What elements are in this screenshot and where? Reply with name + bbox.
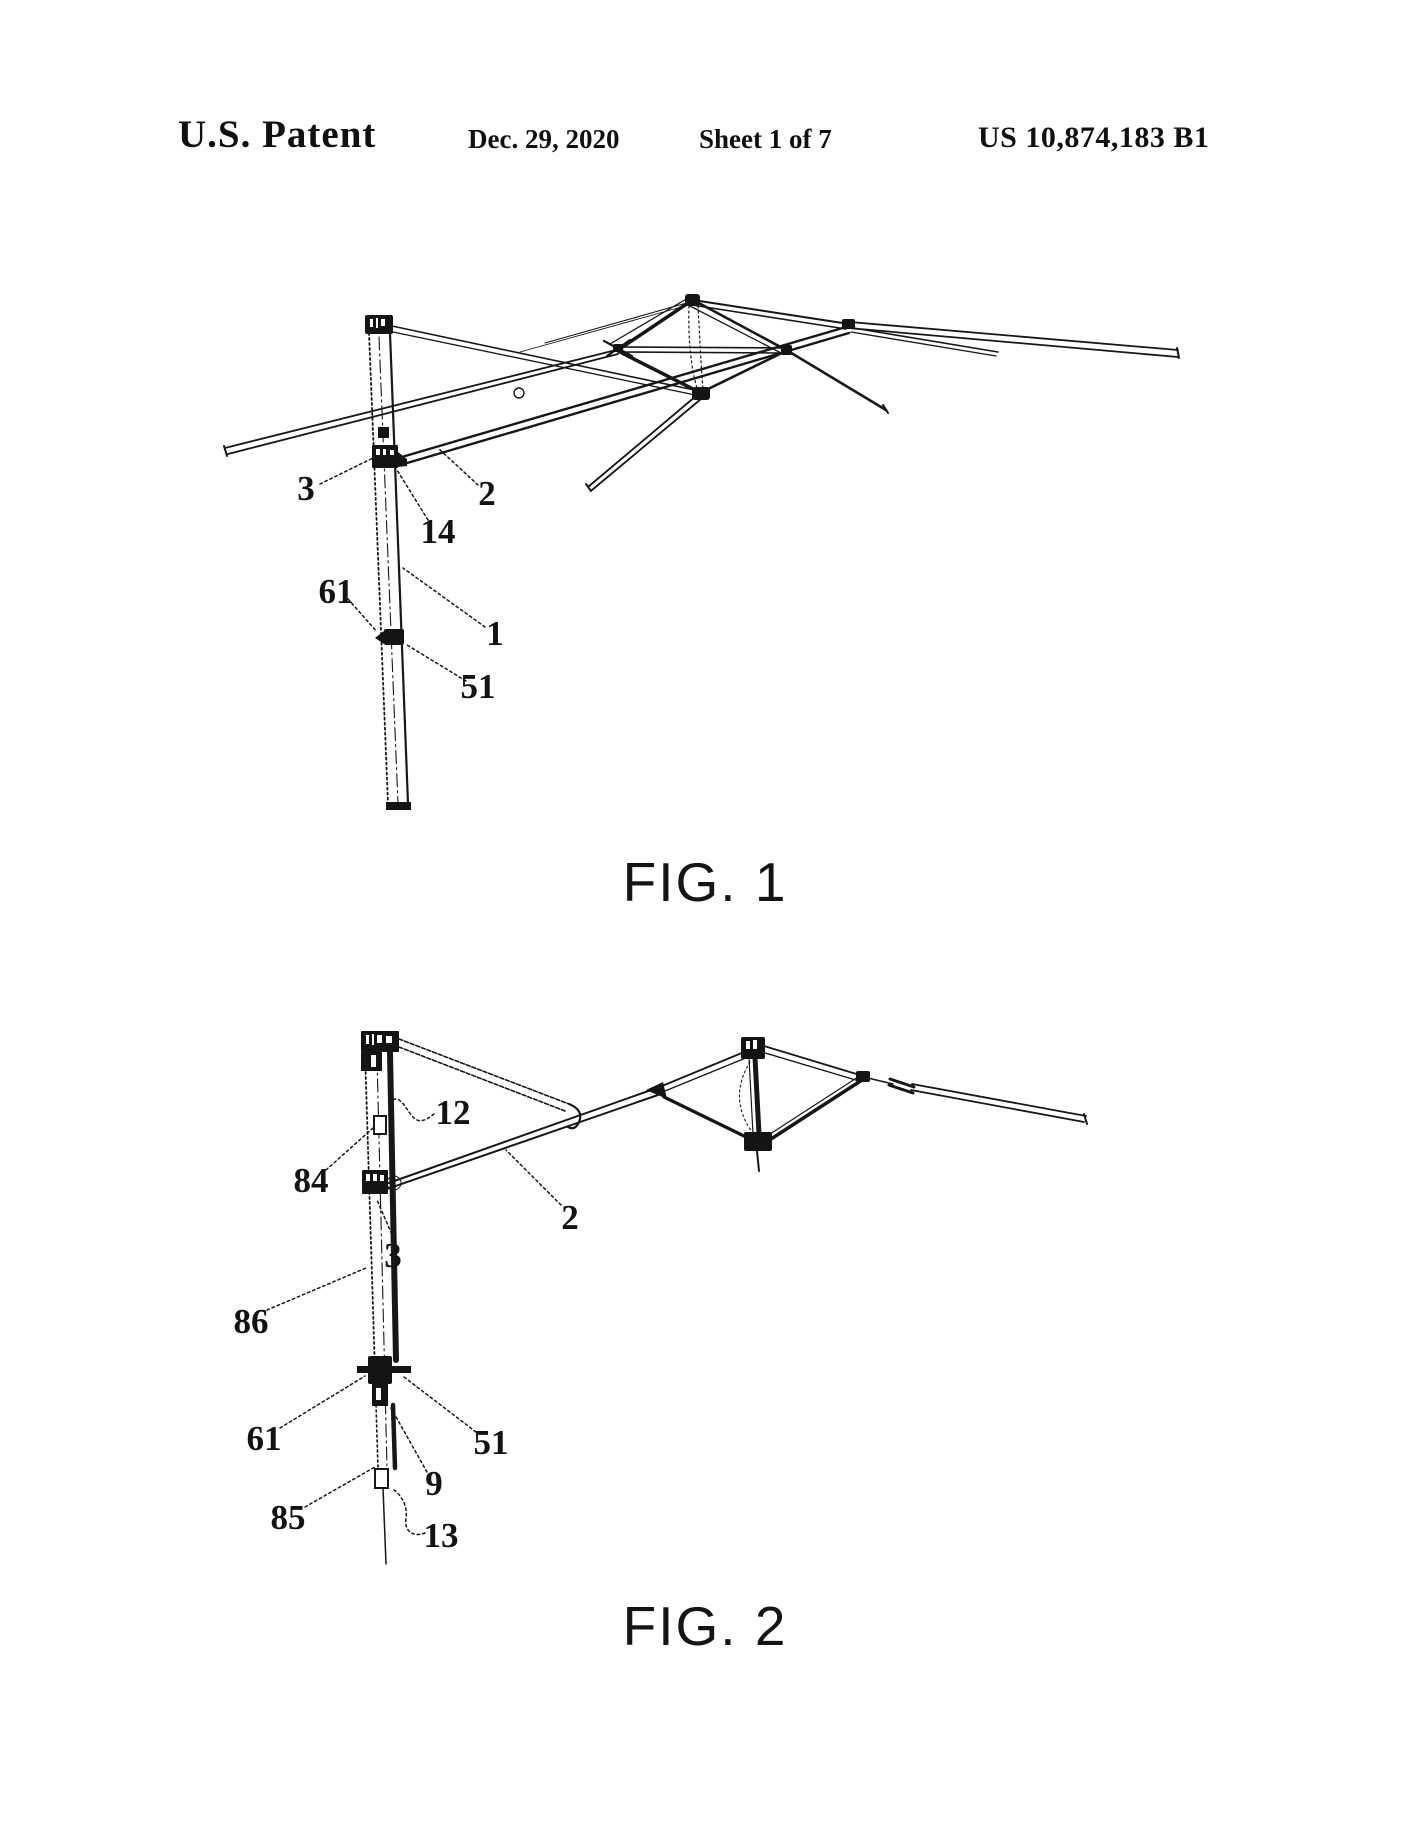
fig1-top-hub xyxy=(685,294,700,306)
fig2-right-joint xyxy=(856,1071,870,1082)
fig2-pole-tip xyxy=(382,1487,387,1565)
fig1-pin xyxy=(378,427,389,438)
fig1-right-joint xyxy=(842,319,855,329)
fig2-ref-label-12: 12 xyxy=(436,1093,471,1132)
fig1-ref-label-61: 61 xyxy=(319,572,354,611)
fig2-pole-top-cap xyxy=(361,1031,399,1071)
fig1-leader-lines xyxy=(319,447,486,682)
fig2-fitting-84 xyxy=(373,1115,387,1135)
header-title: U.S. Patent xyxy=(178,113,377,156)
fig1-canopy-frame xyxy=(519,294,1180,492)
fig1-pole-end-cap xyxy=(386,802,411,810)
fig1-slider-clamp xyxy=(375,629,404,645)
fig1-arm-joint-ring xyxy=(513,387,525,399)
fig2-support-arm xyxy=(380,1088,659,1192)
fig2-drawing: 12 84 3 2 86 61 51 9 85 13 xyxy=(234,1031,1088,1565)
header-sheet-number: Sheet 1 of 7 xyxy=(699,124,832,154)
fig1-drawing: 3 2 14 61 1 51 xyxy=(223,294,1180,810)
fig2-top-rib xyxy=(398,1038,582,1130)
fig2-ref-label-84: 84 xyxy=(294,1161,329,1200)
fig1-pole-top-cap xyxy=(365,315,393,334)
fig2-ref-label-51: 51 xyxy=(474,1423,509,1462)
fig1-caption: FIG. 1 xyxy=(622,851,788,913)
fig2-bracket-hub xyxy=(362,1170,402,1194)
fig2-ref-label-85: 85 xyxy=(271,1498,306,1537)
fig1-ref-label-2: 2 xyxy=(478,474,496,513)
fig2-slider-assembly xyxy=(357,1356,411,1406)
fig2-ref-label-2: 2 xyxy=(561,1198,579,1237)
fig1-pole xyxy=(368,331,411,810)
fig2-caption: FIG. 2 xyxy=(622,1595,788,1657)
header-date: Dec. 29, 2020 xyxy=(468,124,620,154)
fig2-end-plug-85 xyxy=(374,1468,389,1489)
fig2-ref-label-61: 61 xyxy=(247,1419,282,1458)
fig1-ref-label-3: 3 xyxy=(297,469,315,508)
fig1-upper-rib xyxy=(391,325,700,392)
fig2-ref-label-13: 13 xyxy=(424,1516,459,1555)
fig2-canopy-frame xyxy=(646,1037,1088,1172)
fig1-ref-label-1: 1 xyxy=(486,614,504,653)
fig2-ref-label-3: 3 xyxy=(384,1236,402,1275)
fig2-ref-label-86: 86 xyxy=(234,1302,269,1341)
fig1-support-arm xyxy=(393,325,848,461)
fig2-leader-lines xyxy=(266,1098,562,1536)
fig1-left-rib xyxy=(224,348,621,449)
fig1-ref-label-51: 51 xyxy=(461,667,496,706)
fig2-ref-label-9: 9 xyxy=(425,1464,443,1503)
header-patent-number: US 10,874,183 B1 xyxy=(978,121,1210,154)
fig1-bottom-hub xyxy=(692,387,710,400)
fig1-ref-label-14: 14 xyxy=(421,512,456,551)
fig2-bottom-hub xyxy=(744,1132,772,1151)
